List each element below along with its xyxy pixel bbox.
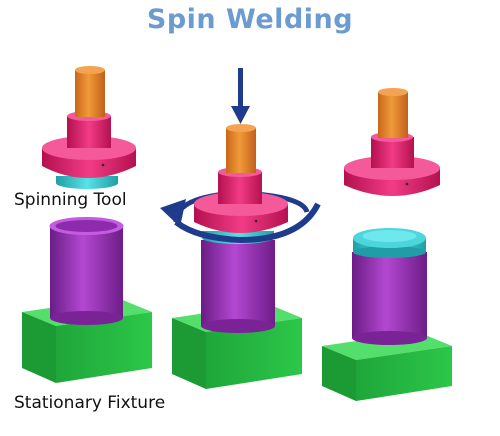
stage-2 <box>160 68 321 389</box>
rotation-arrow-front <box>174 202 321 244</box>
spinning-tool-2 <box>194 124 288 244</box>
stage-1 <box>22 66 152 383</box>
rotation-arrowhead <box>160 199 186 227</box>
diagram-title: Spin Welding <box>146 4 354 35</box>
stationary-fixture-label: Stationary Fixture <box>14 393 166 413</box>
part-body-3 <box>352 252 427 345</box>
part-body-1 <box>49 217 124 325</box>
down-force-arrow <box>231 68 250 124</box>
stage-3 <box>322 88 452 401</box>
part-body-2 <box>201 240 275 333</box>
spinning-tool-1 <box>42 66 136 189</box>
spinning-tool-label: Spinning Tool <box>14 190 127 210</box>
welded-cap-3 <box>353 228 426 258</box>
spinning-tool-3 <box>344 88 440 196</box>
